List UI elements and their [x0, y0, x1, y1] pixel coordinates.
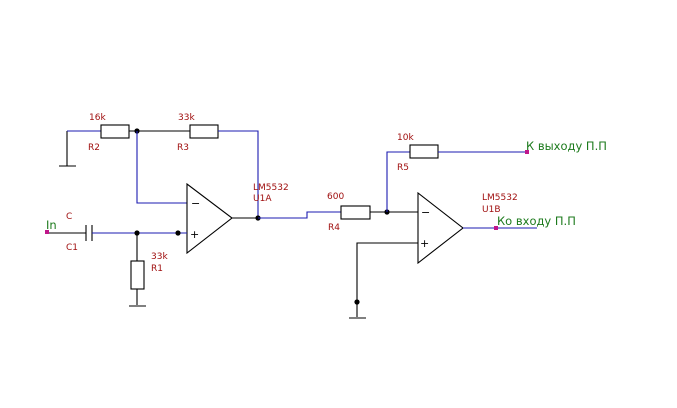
resistor-r4: [340, 205, 371, 220]
out-top-port-marker: [525, 150, 529, 154]
u1b-value-label: LM5532: [482, 193, 518, 203]
ground-symbol-r2: [59, 131, 76, 167]
out-bottom-port-label: Ко входу П.П: [497, 214, 576, 228]
wire-to-u1a-minus: [136, 131, 187, 204]
u1a-plus-sign: +: [190, 228, 199, 241]
r3-value-label: 33k: [178, 113, 195, 123]
u1b-minus-sign: −: [421, 206, 430, 219]
u1a-ref-label: U1A: [253, 194, 272, 204]
ground-symbol-r1: [129, 289, 146, 307]
junction-dot-plus: [175, 230, 181, 236]
ground-symbol-u1b: [349, 302, 366, 319]
out-bottom-port-marker: [494, 226, 498, 230]
wire-to-r5: [386, 151, 410, 212]
wire-u1a-r4: [258, 211, 341, 219]
wire-r3-feedback: [218, 130, 259, 218]
r2-value-label: 16k: [89, 113, 106, 123]
r5-ref-label: R5: [397, 163, 409, 173]
c1-ref-label: C1: [66, 243, 78, 253]
r2-ref-label: R2: [88, 143, 100, 153]
u1b-plus-sign: +: [420, 237, 429, 250]
r4-ref-label: R4: [328, 223, 340, 233]
input-port-marker: [45, 230, 49, 234]
resistor-r1: [130, 260, 145, 290]
u1a-minus-sign: −: [191, 197, 200, 210]
c1-value-label: C: [66, 212, 72, 222]
r1-ref-label: R1: [151, 264, 163, 274]
r5-value-label: 10k: [397, 133, 414, 143]
opamp-u1b: [417, 191, 464, 265]
r4-value-label: 600: [327, 192, 344, 202]
resistor-r2: [100, 124, 130, 139]
resistor-r3: [189, 124, 219, 139]
r1-value-label: 33k: [151, 252, 168, 262]
u1a-value-label: LM5532: [253, 183, 289, 193]
resistor-r5: [409, 144, 439, 159]
input-port-label: In: [46, 218, 57, 232]
r3-ref-label: R3: [177, 143, 189, 153]
wire-u1b-plus-gnd: [356, 242, 418, 302]
opamp-u1a: [186, 182, 233, 255]
u1b-ref-label: U1B: [482, 205, 501, 215]
capacitor-c1: [85, 225, 93, 241]
out-top-port-label: К выходу П.П: [526, 139, 607, 153]
